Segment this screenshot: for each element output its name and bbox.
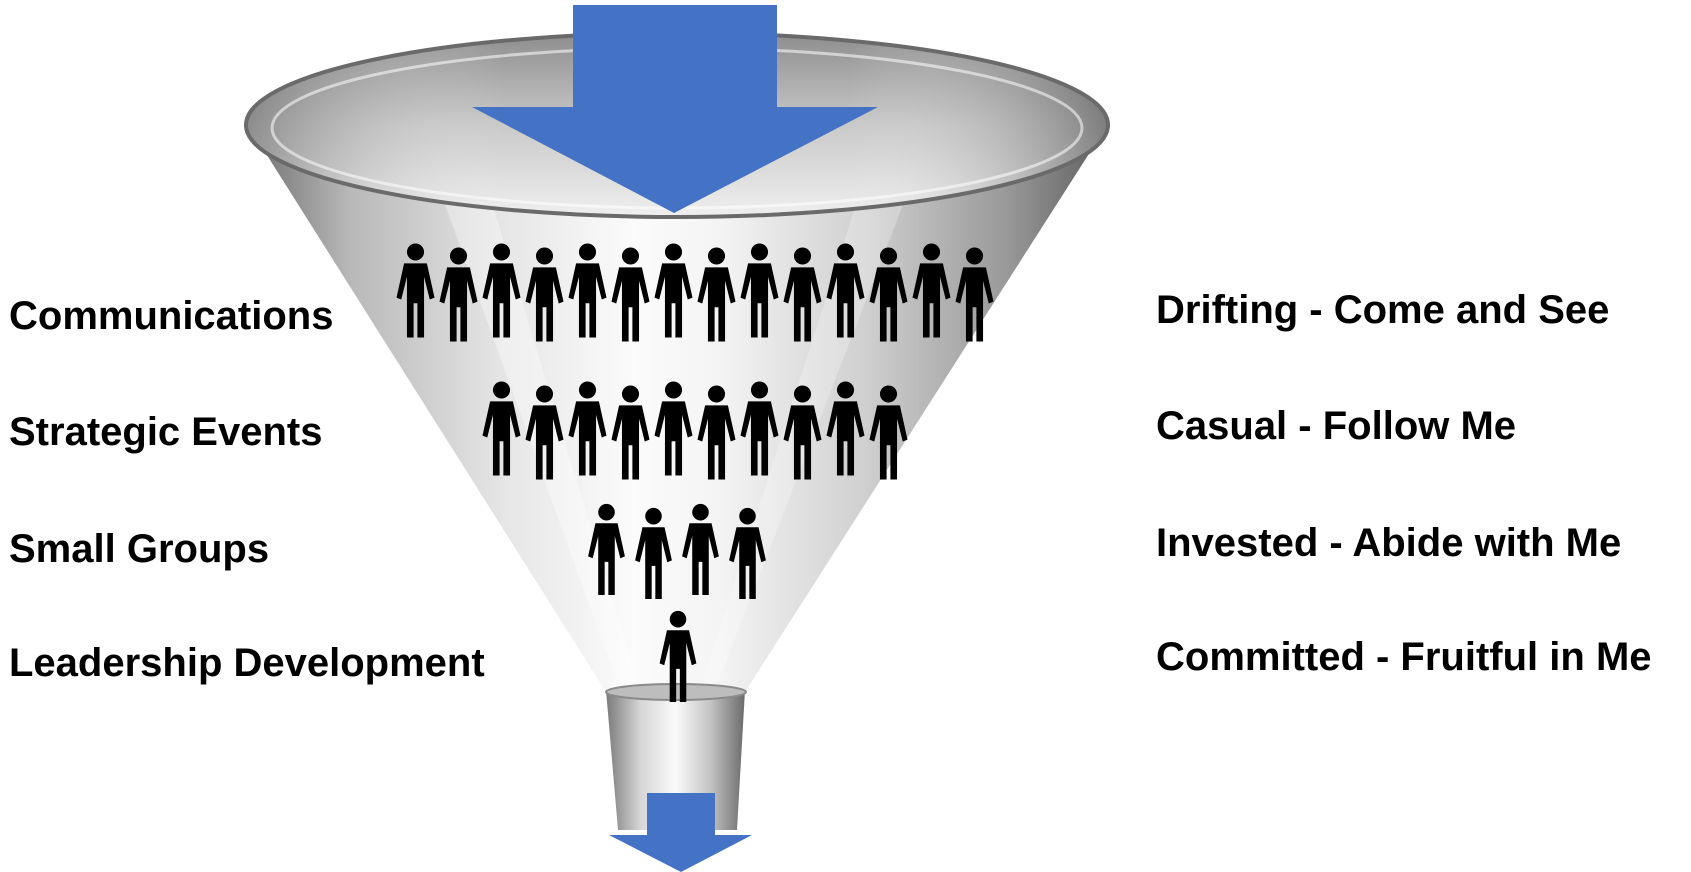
- right-label-invested: Invested - Abide with Me: [1156, 521, 1622, 565]
- top-down-arrow-icon: [472, 5, 878, 213]
- left-label-leadership-development: Leadership Development: [9, 641, 485, 685]
- bottom-down-arrow-icon: [609, 793, 752, 872]
- right-label-drifting: Drifting - Come and See: [1156, 288, 1610, 332]
- right-label-casual: Casual - Follow Me: [1156, 404, 1517, 448]
- right-label-committed: Committed - Fruitful in Me: [1156, 635, 1652, 679]
- left-label-strategic-events: Strategic Events: [9, 410, 323, 454]
- left-label-communications: Communications: [9, 294, 334, 338]
- left-label-small-groups: Small Groups: [9, 527, 270, 571]
